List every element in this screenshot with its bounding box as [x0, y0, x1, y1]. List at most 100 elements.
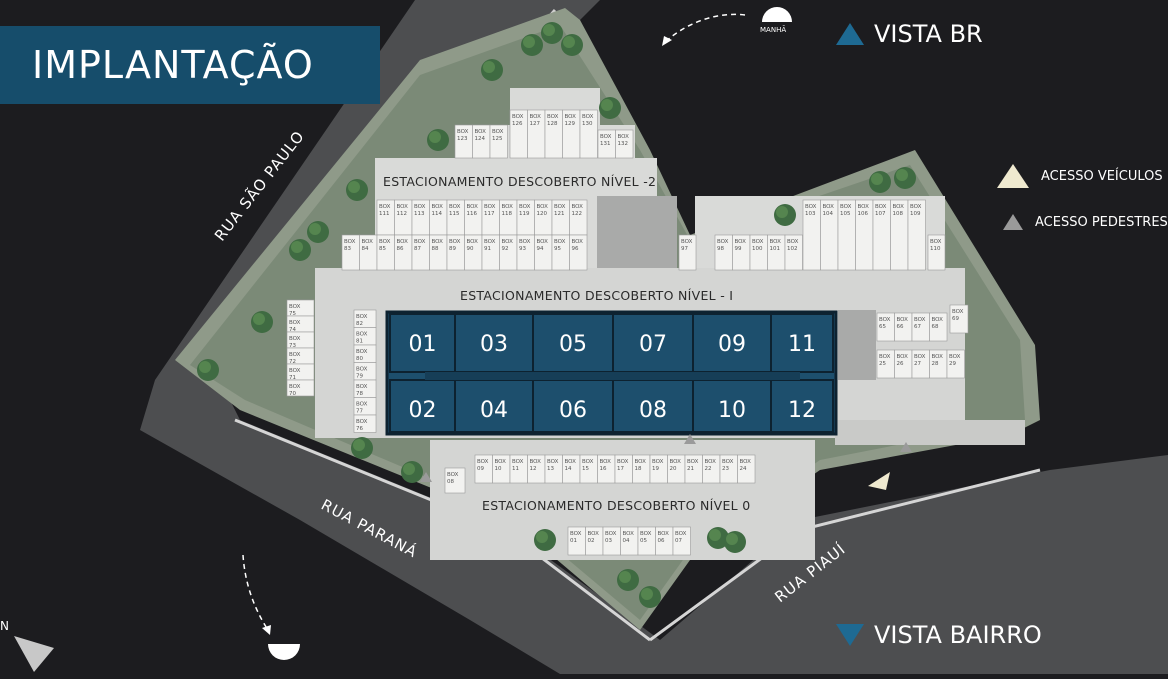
- box-number: 122: [572, 211, 583, 217]
- tree-icon: [709, 529, 721, 541]
- box-label: BOX: [805, 204, 817, 210]
- unit-09: [692, 313, 772, 373]
- tree-icon: [726, 533, 738, 545]
- box-number: 07: [675, 538, 682, 544]
- legend-vehicle-label: ACESSO VEÍCULOS: [1041, 168, 1163, 184]
- box-label: BOX: [414, 239, 426, 245]
- box-number: 100: [752, 246, 763, 252]
- box-label: BOX: [910, 204, 922, 210]
- sun-afternoon-label: TARDE: [271, 645, 295, 653]
- legend-vehicle-access: ACESSO VEÍCULOS: [997, 164, 1163, 188]
- box-label: BOX: [289, 368, 301, 374]
- box-label: BOX: [735, 239, 747, 245]
- tree-icon: [563, 36, 575, 48]
- box-number: 119: [519, 211, 530, 217]
- box-label: BOX: [449, 204, 461, 210]
- box-label: BOX: [652, 459, 664, 465]
- vehicle-access-icon: [997, 164, 1029, 188]
- box-label: BOX: [858, 204, 870, 210]
- box-label: BOX: [289, 352, 301, 358]
- box-label: BOX: [554, 204, 566, 210]
- box-label: BOX: [537, 239, 549, 245]
- box-number: 93: [519, 246, 526, 252]
- tree-icon: [199, 361, 211, 373]
- box-label: BOX: [572, 239, 584, 245]
- vista-bairro: VISTA BAIRRO: [836, 621, 1042, 649]
- box-number: 71: [289, 375, 296, 381]
- box-label: BOX: [605, 531, 617, 537]
- box-label: BOX: [687, 459, 699, 465]
- box-label: BOX: [635, 459, 647, 465]
- sun-path-afternoon: TARDE: [242, 554, 300, 660]
- box-label: BOX: [752, 239, 764, 245]
- north-arrow-icon: N: [0, 619, 54, 672]
- tree-icon: [896, 169, 908, 181]
- unit-02: [389, 379, 456, 433]
- sun-morning-label: MANHÃ: [760, 25, 786, 34]
- box-number: 66: [897, 324, 904, 330]
- box-label: BOX: [356, 314, 368, 320]
- box-label: BOX: [356, 419, 368, 425]
- box-label: BOX: [379, 239, 391, 245]
- vista-br-label: VISTA BR: [874, 20, 983, 48]
- box-number: 120: [537, 211, 548, 217]
- sun-icon: [268, 644, 300, 660]
- box-label: BOX: [658, 531, 670, 537]
- box-number: 19: [652, 466, 659, 472]
- box-number: 04: [623, 538, 630, 544]
- box-label: BOX: [530, 114, 542, 120]
- box-number: 130: [582, 121, 593, 127]
- box-number: 87: [414, 246, 421, 252]
- tree-icon: [403, 463, 415, 475]
- box-label: BOX: [379, 204, 391, 210]
- box-label: BOX: [705, 459, 717, 465]
- box-label: BOX: [879, 354, 891, 360]
- box-number: 132: [618, 141, 629, 147]
- box-label: BOX: [477, 459, 489, 465]
- box-number: 94: [537, 246, 544, 252]
- box-label: BOX: [457, 129, 469, 135]
- box-number: 18: [635, 466, 642, 472]
- box-label: BOX: [547, 114, 559, 120]
- box-number: 65: [879, 324, 886, 330]
- box-number: 03: [605, 538, 612, 544]
- tree-icon: [536, 531, 548, 543]
- box-number: 104: [823, 211, 834, 217]
- box-label: BOX: [572, 204, 584, 210]
- unit-05: [532, 313, 614, 373]
- box-number: 08: [447, 479, 454, 485]
- box-label: BOX: [554, 239, 566, 245]
- box-number: 113: [414, 211, 425, 217]
- pedestrian-access-icon: [684, 434, 696, 444]
- box-label: BOX: [397, 239, 409, 245]
- box-label: BOX: [787, 239, 799, 245]
- box-label: BOX: [447, 472, 459, 478]
